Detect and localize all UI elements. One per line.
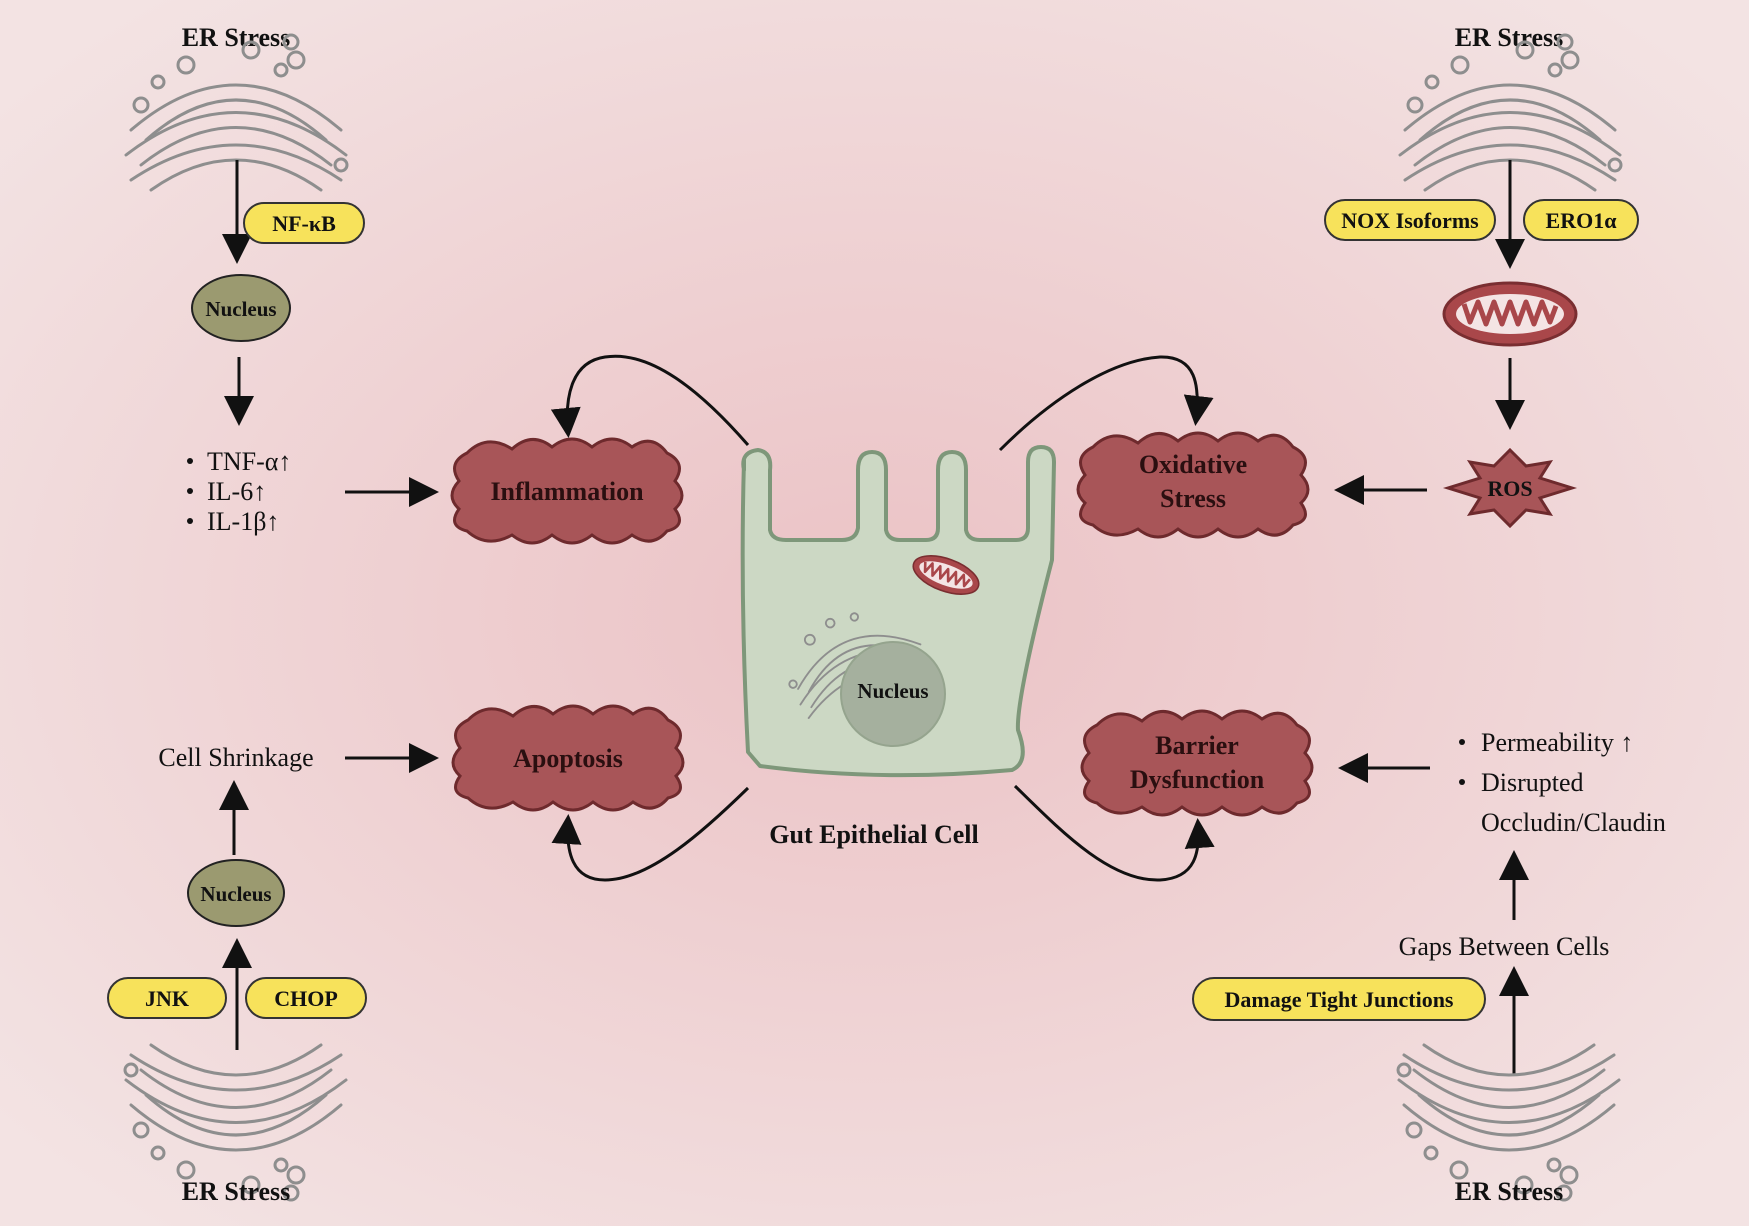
list-item: IL-6↑ [207,477,266,506]
svg-text:ERO1α: ERO1α [1546,208,1618,233]
er-stress-label-top-left: ER Stress [182,23,291,52]
svg-text:Barrier: Barrier [1155,731,1239,760]
panel-top-left: ER Stress NF-κB Nucleus TNF-α↑ IL-6↑ IL-… [124,23,439,536]
er-stress-label-top-right: ER Stress [1455,23,1564,52]
barrier-list: Permeability ↑ Disrupted Occludin/Claudi… [1459,728,1666,837]
svg-text:Dysfunction: Dysfunction [1130,765,1265,794]
gut-epithelial-cell: Nucleus [740,445,1056,778]
list-item: Permeability ↑ [1481,728,1633,757]
er-stress-label-bottom-left: ER Stress [182,1177,291,1206]
pill-nox-isoforms: NOX Isoforms [1324,199,1496,241]
curve-cell-to-barrier [1013,784,1215,882]
pill-damage-tight-junctions: Damage Tight Junctions [1192,977,1486,1021]
list-item: Disrupted [1481,768,1584,797]
panel-top-right: ER Stress NOX Isoforms ERO1α ROS [1324,23,1639,529]
er-stress-label-bottom-right: ER Stress [1455,1177,1564,1206]
svg-text:Nucleus: Nucleus [857,679,928,703]
pill-jnk: JNK [107,977,227,1019]
cell-nucleus: Nucleus [840,641,946,747]
ros-star: ROS [1442,447,1578,529]
svg-text:NOX Isoforms: NOX Isoforms [1341,208,1479,233]
svg-text:ROS: ROS [1487,476,1532,501]
curve-cell-to-inflammation [550,354,750,446]
svg-text:Nucleus: Nucleus [205,297,276,321]
mitochondrion-icon [1444,283,1576,345]
cytokine-list: TNF-α↑ IL-6↑ IL-1β↑ [187,447,291,536]
pill-ero1a: ERO1α [1523,199,1639,241]
svg-text:JNK: JNK [145,986,189,1011]
svg-text:Stress: Stress [1160,484,1226,513]
outcome-barrier-dysfunction: Barrier Dysfunction [1080,709,1314,817]
curve-cell-to-apoptosis [551,786,750,882]
outcome-apoptosis: Apoptosis [451,704,685,812]
cell-caption: Gut Epithelial Cell [769,820,978,849]
list-item: IL-1β↑ [207,507,279,536]
nucleus-bottom-left: Nucleus [187,859,285,927]
nucleus-top-left: Nucleus [191,274,291,342]
list-item: Occludin/Claudin [1481,808,1666,837]
list-item: TNF-α↑ [207,447,291,476]
panel-bottom-right: Permeability ↑ Disrupted Occludin/Claudi… [1192,728,1666,1206]
gaps-between-cells-label: Gaps Between Cells [1399,932,1610,961]
svg-text:Damage Tight Junctions: Damage Tight Junctions [1224,987,1453,1012]
svg-text:NF-κB: NF-κB [272,211,336,236]
outcome-inflammation: Inflammation [450,437,684,545]
panel-bottom-left: Cell Shrinkage Nucleus JNK CHOP ER Stres… [107,743,439,1206]
svg-text:Apoptosis: Apoptosis [513,744,623,773]
outcome-oxidative-stress: Oxidative Stress [1076,431,1310,539]
svg-text:Oxidative: Oxidative [1139,450,1247,479]
svg-text:Inflammation: Inflammation [490,477,644,506]
svg-text:CHOP: CHOP [274,986,338,1011]
pill-chop: CHOP [245,977,367,1019]
pill-nfkb: NF-κB [243,202,365,244]
cell-shrinkage-label: Cell Shrinkage [158,743,313,772]
curve-cell-to-oxidative [998,355,1214,452]
svg-text:Nucleus: Nucleus [200,882,271,906]
